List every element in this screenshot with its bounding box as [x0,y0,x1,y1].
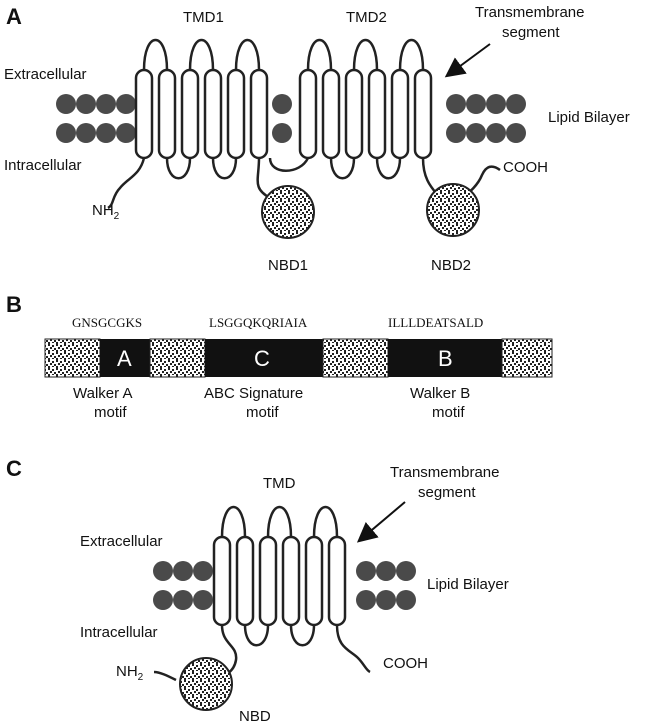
walker-b-sequence: ILLLDEATSALD [388,315,483,330]
panel-b-letter: B [6,292,22,317]
panel-a-arrow [444,43,491,78]
panel-a-tmd1-loops [107,38,271,210]
panel-a-transmembrane-label-2: segment [502,24,560,41]
panel-a-linker [267,145,300,159]
abc-signature-box-letter: C [254,346,270,371]
panel-a-nbd1-domain [261,185,315,239]
panel-a-intracellular-label: Intracellular [4,157,82,174]
panel-c-lipid-bilayer [153,561,416,610]
panel-a-tmd2-label: TMD2 [346,9,387,26]
panel-a-tmd2-helices [298,68,433,160]
panel-a-nbd1-label: NBD1 [268,257,308,274]
walker-b-label-1: Walker B [410,385,470,402]
panel-c-intracellular-label: Intracellular [80,624,158,641]
panel-c-letter: C [6,456,22,481]
panel-a-tmd1-helices [134,68,269,160]
abc-signature-label-2: motif [246,404,279,421]
panel-a-nh2-label: NH2 [92,202,120,222]
panel-c-cooh-label: COOH [383,655,428,672]
panel-c-tmd-loops [153,505,371,682]
walker-a-sequence: GNSGCGKS [72,315,142,330]
walker-a-label-2: motif [94,404,127,421]
panel-c-lipid-bilayer-label: Lipid Bilayer [427,576,509,593]
panel-c: C [6,456,509,723]
panel-a-letter: A [6,4,22,29]
panel-c-arrow [356,501,406,543]
abc-signature-sequence: LSGGQKQRIAIA [209,315,308,330]
panel-a-lipid-bilayer-label: Lipid Bilayer [548,109,630,126]
panel-a-nbd2-domain [426,183,480,237]
panel-c-tmd-helices [212,535,347,627]
walker-a-box-letter: A [117,346,132,371]
panel-a-nbd2-label: NBD2 [431,257,471,274]
walker-b-box-letter: B [438,346,453,371]
walker-a-label-1: Walker A [73,385,132,402]
motif-bar [44,338,553,378]
panel-a-extracellular-label: Extracellular [4,66,87,83]
panel-a-cooh-label: COOH [503,159,548,176]
panel-c-tmd-label: TMD [263,475,296,492]
panel-c-nbd-domain [179,657,233,711]
panel-a-transmembrane-label-1: Transmembrane [475,4,584,21]
panel-c-transmembrane-label-1: Transmembrane [390,464,499,481]
panel-b: B GNSGCGKS LSGGQKQRIAIA ILLLDEATSALD A C… [6,292,553,421]
panel-a-lipid-bilayer [56,94,526,143]
panel-c-extracellular-label: Extracellular [80,533,163,550]
panel-c-nh2-label: NH2 [116,663,144,683]
panel-c-transmembrane-label-2: segment [418,484,476,501]
abc-signature-label-1: ABC Signature [204,385,303,402]
panel-a-tmd1-label: TMD1 [183,9,224,26]
panel-a: A [4,4,630,274]
walker-b-label-2: motif [432,404,465,421]
panel-c-nbd-label: NBD [239,708,271,723]
